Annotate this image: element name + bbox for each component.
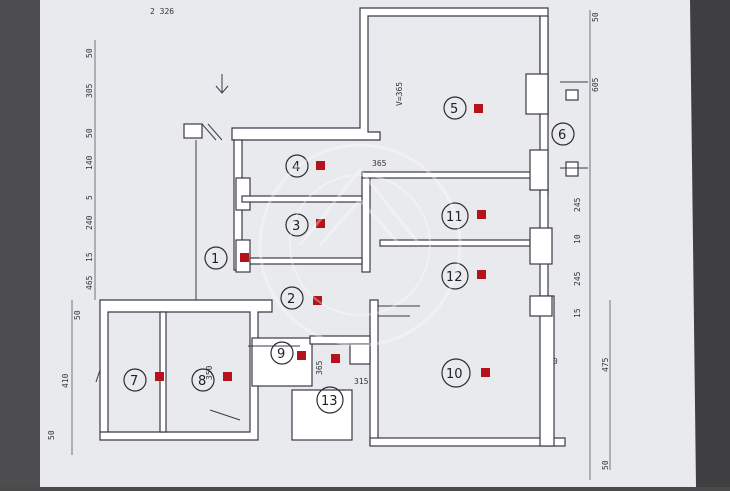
room-label-8-circle xyxy=(191,368,215,392)
room-label-5-circle xyxy=(443,96,467,120)
room-label-13: 13 xyxy=(321,394,338,409)
room-label-7-circle xyxy=(123,368,147,392)
room-marker-3 xyxy=(316,219,325,228)
dim-left-4: 5 xyxy=(85,195,94,200)
dim-mid-0: 50 xyxy=(73,310,82,320)
room-label-5: 5 xyxy=(450,102,458,117)
room-label-11-circle xyxy=(441,202,469,230)
room-label-10: 10 xyxy=(446,367,463,382)
room-marker-2 xyxy=(313,296,322,305)
dim-mid-2: 50 xyxy=(47,430,56,440)
small-dim-3: 315 xyxy=(354,377,369,386)
room-label-6-circle xyxy=(551,122,575,146)
room-labels: 1 2 3 4 5 6 7 8 9 10 11 12 13 xyxy=(123,96,575,414)
room-marker-1 xyxy=(240,253,249,262)
room-label-4: 4 xyxy=(292,160,300,175)
room-markers xyxy=(155,104,490,381)
room-label-2: 2 xyxy=(287,292,295,307)
volume-note: V=365 xyxy=(395,82,404,106)
dim-right-1: 605 xyxy=(591,77,600,92)
room-label-13-circle xyxy=(316,386,344,414)
room-label-12-circle xyxy=(441,262,469,290)
room-label-3-circle xyxy=(285,213,309,237)
room-label-11: 11 xyxy=(446,210,463,225)
dim-left-7: 465 xyxy=(85,275,94,290)
dim-mid-4: 365 xyxy=(315,360,324,375)
room-label-3: 3 xyxy=(292,219,300,234)
room-marker-10 xyxy=(481,368,490,377)
room-marker-4 xyxy=(316,161,325,170)
room-label-6: 6 xyxy=(558,128,566,143)
dim-mid-1: 410 xyxy=(61,373,70,388)
room-label-1-circle xyxy=(204,246,228,270)
room-marker-12 xyxy=(477,270,486,279)
room-label-9-circle xyxy=(270,341,294,365)
dim-left-5: 240 xyxy=(85,215,94,230)
dim-left-3: 140 xyxy=(85,155,94,170)
room-marker-11 xyxy=(477,210,486,219)
arrow-icon xyxy=(215,74,229,94)
room-marker-7 xyxy=(155,372,164,381)
room-label-7: 7 xyxy=(130,374,138,389)
dim-right-4: 245 xyxy=(573,271,582,286)
dim-left-1: 305 xyxy=(85,83,94,98)
room-marker-9 xyxy=(297,351,306,360)
dim-right-6: 475 xyxy=(601,357,610,372)
room-label-8: 8 xyxy=(198,374,206,389)
room-label-2-circle xyxy=(280,286,304,310)
dim-mid-3: 350 xyxy=(205,365,214,380)
dim-left-6: 15 xyxy=(85,252,94,262)
dim-right-0: 50 xyxy=(591,12,600,22)
room-label-4-circle xyxy=(285,154,309,178)
room-marker-8 xyxy=(223,372,232,381)
plan-walls xyxy=(99,7,579,447)
dim-right-7: 50 xyxy=(601,460,610,470)
dim-left-0: 50 xyxy=(85,48,94,58)
room-marker-5 xyxy=(474,104,483,113)
watermark-logo xyxy=(258,143,462,347)
room-label-1: 1 xyxy=(211,252,219,267)
dim-right-2: 245 xyxy=(573,197,582,212)
dim-right-5: 15 xyxy=(573,308,582,318)
small-dim-1: 365 xyxy=(372,159,387,168)
dim-right-3: 10 xyxy=(573,234,582,244)
dim-left-2: 50 xyxy=(85,128,94,138)
room-marker-13 xyxy=(331,354,340,363)
room-label-9: 9 xyxy=(277,347,285,362)
room-label-12: 12 xyxy=(446,270,463,285)
room-label-10-circle xyxy=(441,358,471,388)
top-text: 2 326 xyxy=(150,7,174,16)
